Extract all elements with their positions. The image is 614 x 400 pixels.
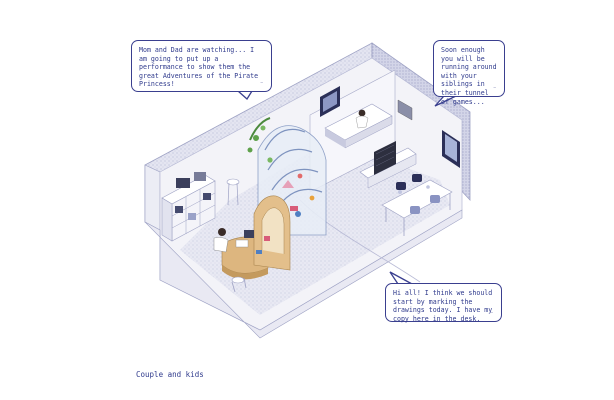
bubble-tail-desk bbox=[389, 271, 413, 285]
wooden-desk bbox=[213, 195, 291, 293]
bookshelf bbox=[161, 172, 216, 242]
wall-painting bbox=[320, 86, 340, 117]
speech-bubble-siblings: Soon enough you will be running around w… bbox=[433, 40, 505, 106]
speech-text-siblings: Soon enough you will be running around w… bbox=[441, 46, 497, 106]
tv-console bbox=[359, 141, 417, 189]
speech-text-parents: Mom and Dad are watching... I am going t… bbox=[139, 46, 259, 89]
speech-bubble-desk: Hi all! I think we should start by marki… bbox=[385, 283, 502, 323]
signature-mark: ~ bbox=[260, 81, 263, 87]
window-seat bbox=[324, 103, 393, 149]
speech-bubble-parents: Mom and Dad are watching... I am going t… bbox=[131, 40, 272, 92]
figure-caption: Couple and kids bbox=[136, 370, 204, 379]
bubble-tail-parents bbox=[237, 90, 253, 100]
speech-text-desk: Hi all! I think we should start by marki… bbox=[393, 289, 493, 323]
bar-stool bbox=[226, 178, 240, 206]
dining-table bbox=[381, 174, 453, 236]
wall-speaker bbox=[397, 99, 413, 121]
signature-mark: ~ bbox=[490, 311, 493, 317]
bedroom-art bbox=[442, 130, 460, 168]
bubble-tail-siblings bbox=[434, 95, 457, 107]
signature-mark: ~ bbox=[493, 86, 496, 92]
